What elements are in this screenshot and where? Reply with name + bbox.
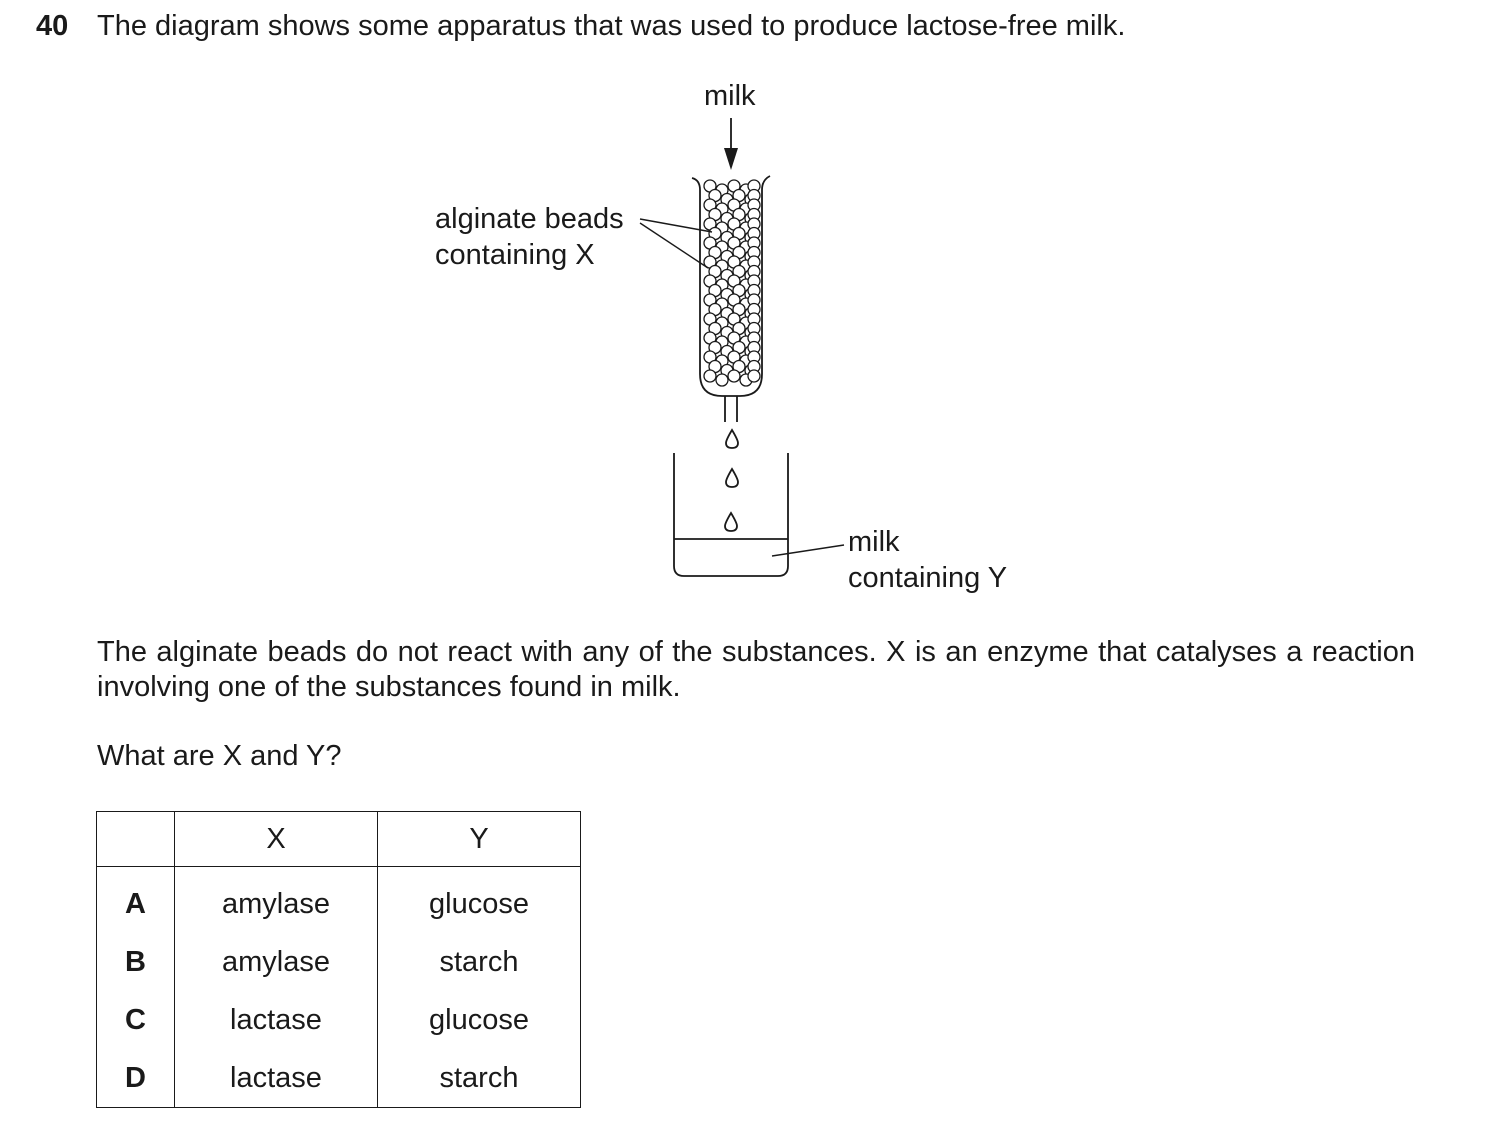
bead	[727, 369, 741, 383]
option-x: lactase	[174, 1049, 378, 1108]
option-y: starch	[377, 933, 581, 991]
option-key: B	[96, 933, 175, 991]
label-product-line1: milk	[848, 526, 900, 558]
table-row[interactable]: B amylase starch	[96, 933, 581, 991]
question-paragraph: The alginate beads do not react with any…	[97, 636, 1415, 703]
question-prompt: What are X and Y?	[97, 740, 342, 772]
option-key: A	[96, 866, 175, 933]
option-key: D	[96, 1049, 175, 1108]
beads-leader-lines	[639, 218, 713, 269]
table-row[interactable]: D lactase starch	[96, 1049, 581, 1108]
question-number: 40	[36, 10, 69, 42]
bead	[747, 369, 761, 383]
column-tube	[691, 175, 771, 422]
question-text: The diagram shows some apparatus that wa…	[97, 10, 1126, 42]
table-header-row: X Y	[96, 811, 581, 867]
option-y: starch	[377, 1049, 581, 1108]
apparatus-diagram	[639, 118, 845, 577]
bead	[703, 369, 717, 383]
label-beads-line2: containing X	[435, 239, 595, 271]
option-x: amylase	[174, 933, 378, 991]
header-key	[96, 811, 175, 867]
alginate-beads	[703, 179, 761, 387]
label-beads-line1: alginate beads	[435, 203, 624, 235]
option-y: glucose	[377, 991, 581, 1049]
option-y: glucose	[377, 866, 581, 933]
option-key: C	[96, 991, 175, 1049]
table-row[interactable]: A amylase glucose	[96, 866, 581, 933]
answer-options-table: X Y A amylase glucose B amylase starch C…	[96, 811, 581, 1108]
option-x: lactase	[174, 991, 378, 1049]
label-product-line2: containing Y	[848, 562, 1008, 594]
product-leader-line	[771, 544, 845, 557]
table-row[interactable]: C lactase glucose	[96, 991, 581, 1049]
milk-inlet-arrow	[724, 118, 738, 170]
header-y: Y	[377, 811, 581, 867]
milk-drops	[724, 428, 739, 532]
option-x: amylase	[174, 866, 378, 933]
label-milk-inlet: milk	[704, 80, 756, 112]
bead	[715, 373, 729, 387]
collecting-beaker	[673, 453, 789, 577]
header-x: X	[174, 811, 378, 867]
